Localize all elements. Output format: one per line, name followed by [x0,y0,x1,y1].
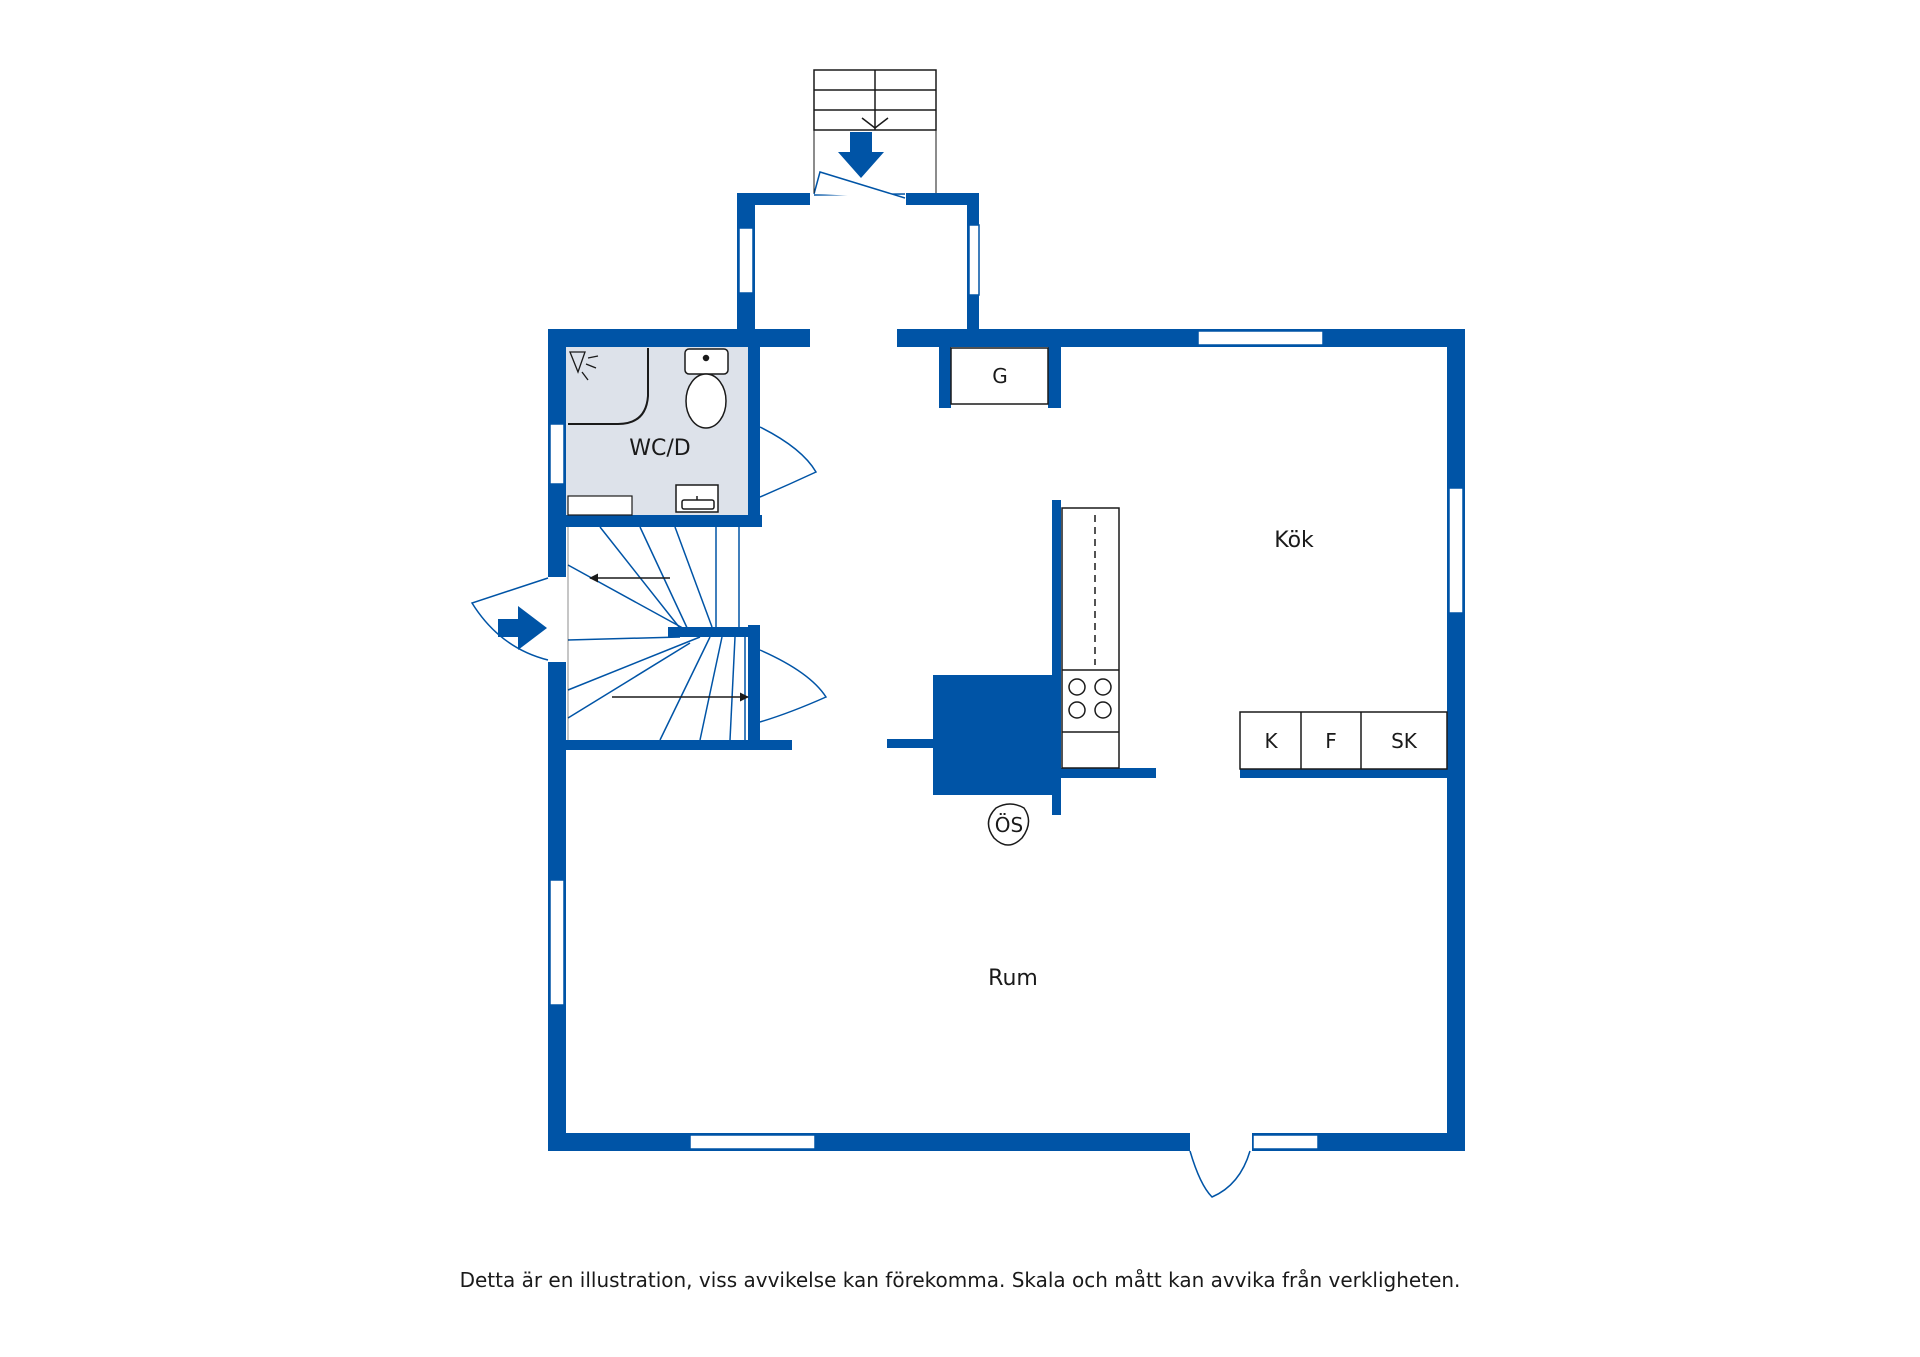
washbasin-icon [675,484,719,513]
appliance-label-k: K [1264,729,1278,753]
walls [548,193,1465,1151]
entry-arrow-left-icon [498,606,547,650]
cabinet-g [950,347,1049,405]
doors [470,171,1252,1198]
entry-steps [813,69,937,193]
wc-fixtures [567,348,729,516]
appliance-label-g: G [992,364,1008,388]
toilet-icon [684,348,729,429]
appliance-label-os: ÖS [995,813,1023,837]
appliance-label-sk: SK [1391,729,1418,753]
stove-heater-icon [987,803,1030,846]
windows [549,224,1464,1150]
shower-corner [568,348,649,425]
bath-bench [567,495,633,516]
disclaimer-text: Detta är en illustration, viss avvikelse… [459,1268,1461,1292]
kitchen-counter [1061,507,1120,769]
stove-icon [1068,678,1112,719]
staircase [567,526,746,741]
appliance-row [1239,711,1448,770]
room-label-rum: Rum [988,966,1038,991]
room-label-wc: WC/D [629,436,690,461]
room-label-kok: Kök [1274,528,1314,553]
appliance-label-f: F [1325,729,1337,753]
shower-head-icon [569,351,599,381]
stair-arrows [589,573,749,702]
entry-arrow-top-icon [838,132,884,178]
